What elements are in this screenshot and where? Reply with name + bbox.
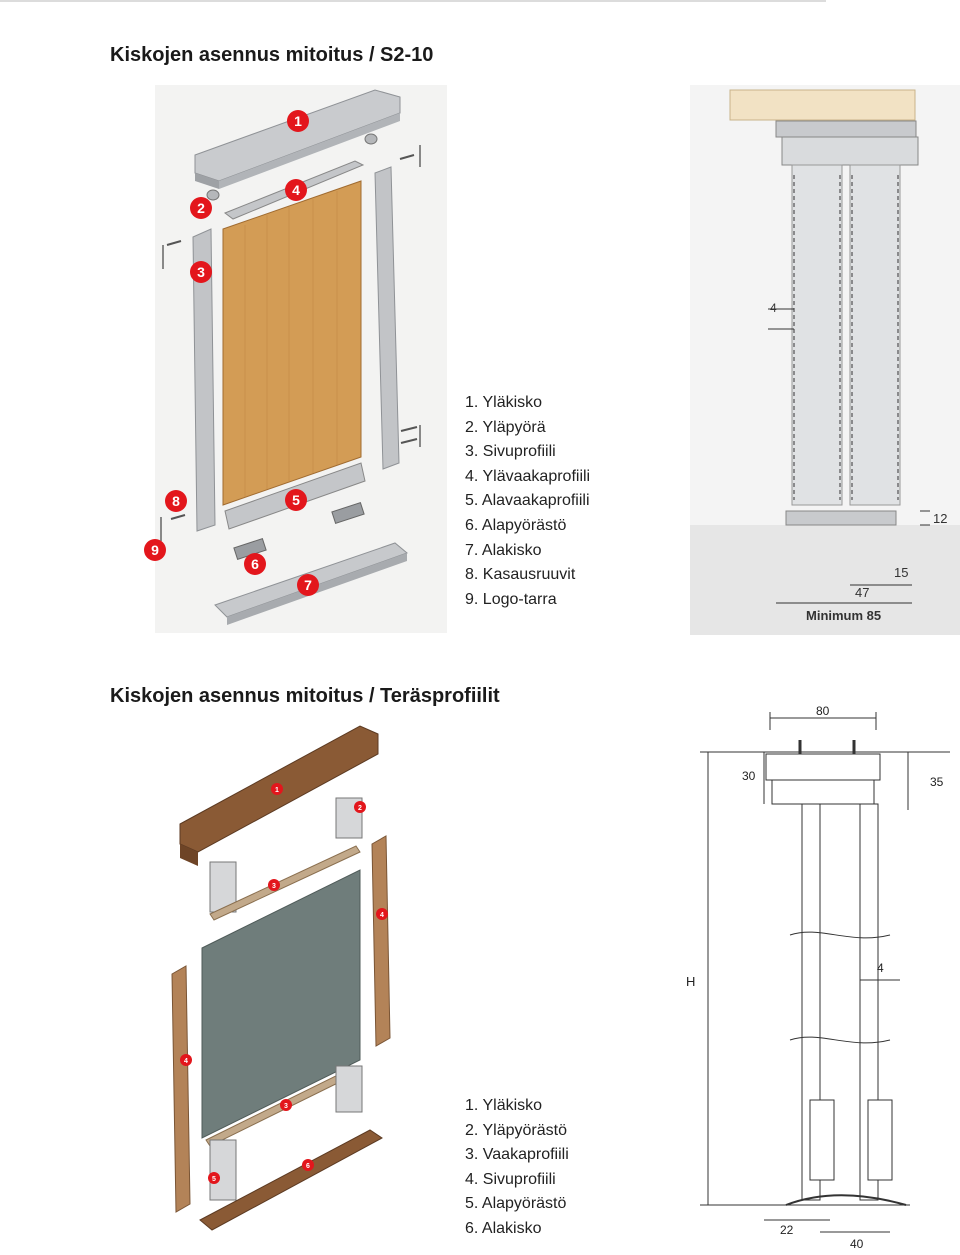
legend-item: 8. Kasausruuvit xyxy=(465,566,576,584)
legend-item: 6. Alakisko xyxy=(465,1219,542,1237)
svg-text:4: 4 xyxy=(380,912,384,919)
s1-marker-8: 8 xyxy=(165,490,187,512)
section1-title: Kiskojen asennus mitoitus / S2-10 xyxy=(110,44,434,66)
legend-item: 3. Sivuprofiili xyxy=(465,443,556,461)
legend-item: 5. Alapyörästö xyxy=(465,1195,567,1213)
s2-marker-6: 6 xyxy=(302,1159,314,1171)
svg-text:35: 35 xyxy=(930,775,944,789)
svg-text:12: 12 xyxy=(933,511,947,526)
s2-marker-2: 2 xyxy=(354,801,366,813)
legend-item: 5. Alavaakaprofiili xyxy=(465,492,590,510)
svg-text:3: 3 xyxy=(284,1103,288,1110)
svg-text:2: 2 xyxy=(358,805,362,812)
legend-item: 3. Vaakaprofiili xyxy=(465,1146,569,1164)
svg-text:47: 47 xyxy=(855,585,869,600)
svg-text:22: 22 xyxy=(780,1223,794,1237)
s1-marker-5: 5 xyxy=(285,489,307,511)
legend-item: 4. Ylävaakaprofiili xyxy=(465,467,591,485)
svg-text:H: H xyxy=(686,974,695,989)
svg-text:Minimum 85: Minimum 85 xyxy=(806,608,881,623)
steel-cross-section: 80 30 35 H 4 22 40 xyxy=(680,700,960,1255)
s2-10-exploded-view: 1 2 3 4 5 6 7 8 9 xyxy=(144,85,447,633)
legend-item: 1. Yläkisko xyxy=(465,1097,543,1114)
s2-marker-4-left: 4 xyxy=(180,1054,192,1066)
svg-text:9: 9 xyxy=(151,542,159,558)
s2-marker-1: 1 xyxy=(271,783,283,795)
svg-text:7: 7 xyxy=(304,577,312,593)
svg-text:8: 8 xyxy=(172,493,180,509)
legend-item: 2. Yläpyörästö xyxy=(465,1121,567,1139)
s1-marker-4: 4 xyxy=(285,179,307,201)
svg-text:4: 4 xyxy=(184,1058,188,1065)
svg-text:6: 6 xyxy=(306,1163,310,1170)
svg-text:40: 40 xyxy=(850,1237,864,1251)
s1-legend: 1. Yläkisko 2. Yläpyörä 3. Sivuprofiili … xyxy=(465,391,590,612)
legend-item: 2. Yläpyörä xyxy=(465,418,546,436)
s1-marker-9: 9 xyxy=(144,539,166,561)
section2-title: Kiskojen asennus mitoitus / Teräsprofiil… xyxy=(110,685,500,707)
svg-text:5: 5 xyxy=(212,1176,216,1183)
s2-marker-5: 5 xyxy=(208,1172,220,1184)
top-divider xyxy=(0,0,826,2)
s1-marker-3: 3 xyxy=(190,261,212,283)
s1-marker-1: 1 xyxy=(287,110,309,132)
s2-marker-3-bottom: 3 xyxy=(280,1099,292,1111)
svg-text:1: 1 xyxy=(294,113,302,129)
s2-legend: 1. Yläkisko 2. Yläpyörästö 3. Vaakaprofi… xyxy=(465,1094,569,1242)
legend-item: 6. Alapyörästö xyxy=(465,516,567,534)
svg-text:4: 4 xyxy=(877,961,884,975)
s2-marker-3-top: 3 xyxy=(268,879,280,891)
legend-item: 1. Yläkisko xyxy=(465,394,543,411)
svg-text:15: 15 xyxy=(894,565,908,580)
s1-marker-7: 7 xyxy=(297,574,319,596)
svg-text:5: 5 xyxy=(292,492,300,508)
svg-text:4: 4 xyxy=(292,182,300,198)
svg-text:1: 1 xyxy=(275,787,279,794)
s2-10-cross-section: 4 12 15 47 Minimum 85 xyxy=(690,85,960,635)
legend-item: 4. Sivuprofiili xyxy=(465,1170,556,1188)
legend-item: 9. Logo-tarra xyxy=(465,590,557,608)
svg-text:2: 2 xyxy=(197,200,205,216)
svg-text:3: 3 xyxy=(197,264,205,280)
svg-text:80: 80 xyxy=(816,704,830,718)
s1-marker-6: 6 xyxy=(244,553,266,575)
svg-text:30: 30 xyxy=(742,769,756,783)
s1-marker-2: 2 xyxy=(190,197,212,219)
svg-text:6: 6 xyxy=(251,556,259,572)
s2-marker-4-right: 4 xyxy=(376,908,388,920)
svg-text:3: 3 xyxy=(272,883,276,890)
legend-item: 7. Alakisko xyxy=(465,541,542,559)
svg-text:4: 4 xyxy=(770,301,777,315)
steel-exploded-view: 1 2 3 4 4 3 5 6 xyxy=(160,720,430,1250)
